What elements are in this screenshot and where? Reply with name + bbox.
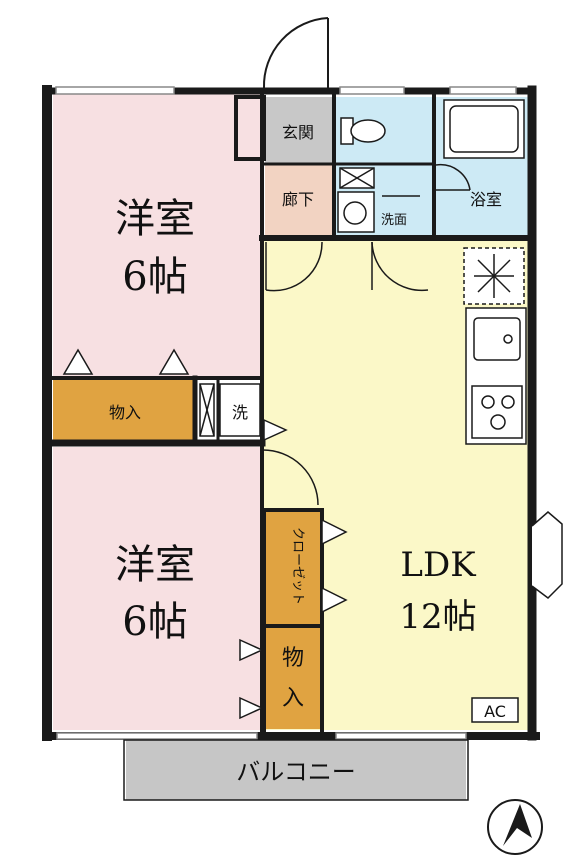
closet-door-marks	[62, 348, 348, 720]
closet-label: クローゼット	[290, 527, 305, 605]
balcony-fill	[126, 736, 466, 800]
western-room-top-name: 洋室	[115, 196, 195, 242]
toilet-icon	[340, 117, 386, 145]
western-room-bottom-fill	[53, 447, 260, 730]
ldk-name: LDK	[400, 545, 476, 585]
western-room-top-fill	[53, 94, 260, 378]
kitchen-equipment	[463, 247, 527, 445]
compass-icon	[487, 799, 543, 855]
western-room-top-size: 6帖	[122, 254, 187, 300]
ldk-size: 12帖	[399, 597, 476, 637]
washbasin-icon	[337, 191, 375, 233]
western-room-bottom-size: 6帖	[122, 599, 187, 645]
storage-bottom-label-1: 物	[282, 646, 304, 671]
storage-top-fill	[53, 380, 193, 440]
closet-fill	[266, 512, 321, 624]
storage-bottom-fill	[266, 628, 321, 729]
storage-top-label: 物入	[109, 403, 141, 422]
windows	[55, 86, 517, 740]
bathtub-icon	[443, 99, 525, 159]
balcony-label: バルコニー	[236, 758, 356, 786]
hallway-label: 廊下	[282, 190, 314, 209]
entrance-door	[262, 17, 329, 91]
western-room-bottom-name: 洋室	[115, 542, 195, 588]
washing-machine-icon	[199, 167, 375, 437]
entrance-fill	[265, 97, 333, 163]
interior-doors	[261, 163, 471, 506]
walls	[42, 85, 540, 741]
entrance-label: 玄関	[282, 123, 314, 142]
bay-window	[531, 511, 563, 599]
hallway-fill	[265, 165, 333, 235]
aircon-box	[471, 697, 519, 723]
washroom-label: 洗面	[381, 213, 407, 228]
laundry-label: 洗	[232, 403, 248, 422]
storage-bottom-label-2: 入	[282, 686, 304, 711]
balcony-outline	[123, 739, 469, 801]
bathroom-label: 浴室	[470, 190, 502, 209]
aircon-label: AC	[484, 702, 506, 721]
